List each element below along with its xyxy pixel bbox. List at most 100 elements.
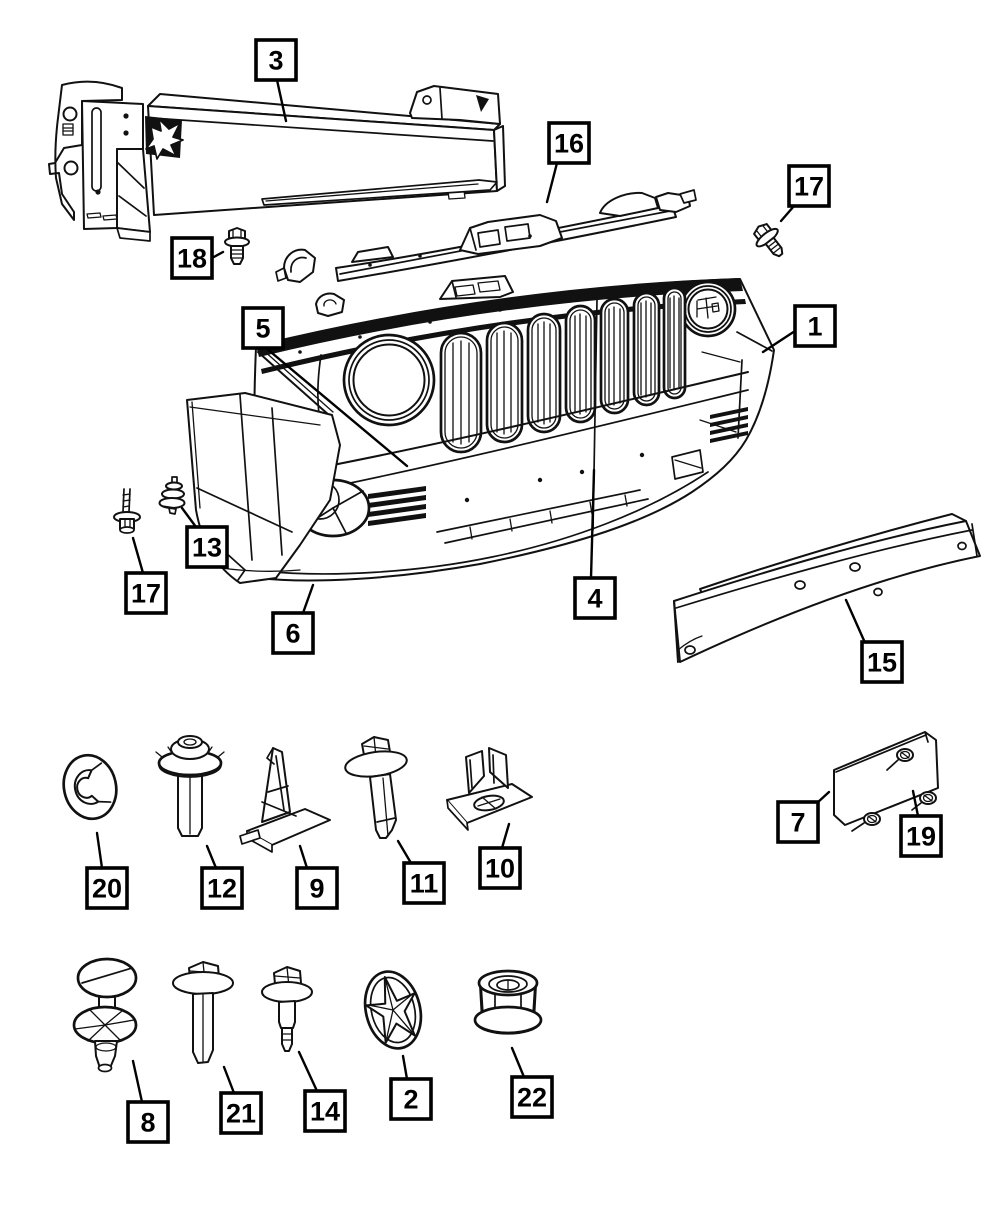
callout-17-upper-leader (779, 204, 796, 223)
callout-14-leader (297, 1050, 319, 1093)
callout-19-leader (911, 789, 920, 818)
callout-20-leader (95, 831, 104, 870)
callout-7-number: 7 (790, 808, 805, 838)
callout-11-box (402, 861, 446, 905)
callout-4-number: 4 (587, 584, 602, 614)
callout-3-leader (275, 78, 288, 123)
callout-20-box (85, 866, 129, 910)
grille-slots (439, 286, 687, 454)
callout-12[interactable]: 12 (200, 844, 244, 910)
callout-21-leader (222, 1065, 236, 1095)
callout-21[interactable]: 21 (219, 1065, 263, 1135)
callout-5[interactable]: 5 (241, 306, 409, 468)
callout-10[interactable]: 10 (478, 822, 522, 890)
fascia-art (252, 275, 775, 582)
screw-17-lower-art (113, 488, 141, 534)
grommet-20-art (62, 753, 118, 821)
callout-12-box (200, 866, 244, 910)
bolt-17-upper-art (753, 223, 784, 258)
callout-12-number: 12 (207, 874, 237, 904)
callout-18-leader (210, 250, 225, 260)
callout-9-number: 9 (309, 874, 324, 904)
callout-9-box (295, 866, 339, 910)
callout-5-leader (264, 346, 409, 468)
callout-17-upper-box (787, 164, 831, 208)
callout-4-leader (589, 468, 596, 580)
nut-22-art (473, 969, 543, 1035)
callout-11[interactable]: 11 (396, 839, 446, 905)
callout-13[interactable]: 13 (180, 506, 229, 569)
callout-11-number: 11 (410, 869, 439, 899)
sail-clip-9-art (239, 747, 331, 853)
callout-21-box (219, 1091, 263, 1135)
callout-22-box (510, 1075, 554, 1119)
callout-2[interactable]: 2 (389, 1054, 433, 1121)
bolt-14-art (261, 966, 313, 1052)
callout-22-leader (510, 1046, 526, 1079)
callout-5-box (241, 306, 285, 350)
callout-18-box (170, 236, 214, 280)
callout-1[interactable]: 1 (761, 304, 837, 354)
callout-9-leader (298, 844, 309, 870)
callout-3[interactable]: 3 (254, 38, 298, 123)
callout-6[interactable]: 6 (271, 583, 315, 655)
pushpin-8-art (72, 957, 138, 1073)
callout-17-lower[interactable]: 17 (124, 536, 168, 615)
callout-10-box (478, 846, 522, 890)
rivet-12-art (155, 735, 225, 837)
callout-21-number: 21 (226, 1099, 256, 1129)
callout-16-number: 16 (554, 129, 584, 159)
callout-22-number: 22 (517, 1083, 547, 1113)
callout-14[interactable]: 14 (297, 1050, 347, 1133)
callout-6-leader (301, 583, 315, 615)
callout-20[interactable]: 20 (85, 831, 129, 910)
callout-2-number: 2 (403, 1085, 418, 1115)
callout-17-upper-number: 17 (794, 172, 824, 202)
callout-15[interactable]: 15 (844, 598, 904, 684)
callout-8-number: 8 (140, 1108, 155, 1138)
callout-22[interactable]: 22 (510, 1046, 554, 1119)
bolt-11-art (344, 736, 408, 839)
callout-7[interactable]: 7 (776, 790, 831, 844)
callout-16-leader (545, 161, 559, 204)
callout-8[interactable]: 8 (126, 1059, 170, 1144)
sight-shield-art (261, 179, 697, 283)
callout-4-box (573, 576, 617, 620)
callout-16-box (547, 121, 591, 165)
callout-11-leader (396, 839, 413, 865)
callout-8-leader (131, 1059, 144, 1104)
callout-18-number: 18 (177, 244, 207, 274)
diagram-artwork (48, 80, 981, 1073)
callout-3-box (254, 38, 298, 82)
callout-14-box (303, 1089, 347, 1133)
callout-17-lower-box (124, 571, 168, 615)
callout-18[interactable]: 18 (170, 236, 225, 280)
callout-8-box (126, 1100, 170, 1144)
callout-20-number: 20 (92, 874, 122, 904)
callout-2-box (389, 1077, 433, 1121)
callout-19-number: 19 (906, 822, 936, 852)
callout-15-leader (844, 598, 868, 647)
callout-3-number: 3 (268, 46, 283, 76)
callout-16[interactable]: 16 (545, 121, 591, 204)
callout-19[interactable]: 19 (899, 789, 943, 858)
clip-nut-10-art (446, 747, 533, 831)
callout-10-leader (500, 822, 511, 850)
callout-7-box (776, 800, 820, 844)
energy-absorber-art (673, 513, 981, 663)
callout-17-upper[interactable]: 17 (779, 164, 831, 223)
clip-13-art (158, 476, 186, 515)
callout-1-box (793, 304, 837, 348)
callout-4[interactable]: 4 (573, 468, 617, 620)
callout-1-leader (761, 329, 797, 354)
callout-6-box (271, 611, 315, 655)
callout-10-number: 10 (485, 854, 515, 884)
callout-9[interactable]: 9 (295, 844, 339, 910)
callout-17-lower-number: 17 (131, 579, 161, 609)
callout-15-number: 15 (867, 648, 897, 678)
callout-1-number: 1 (807, 312, 822, 342)
callout-5-number: 5 (255, 314, 270, 344)
